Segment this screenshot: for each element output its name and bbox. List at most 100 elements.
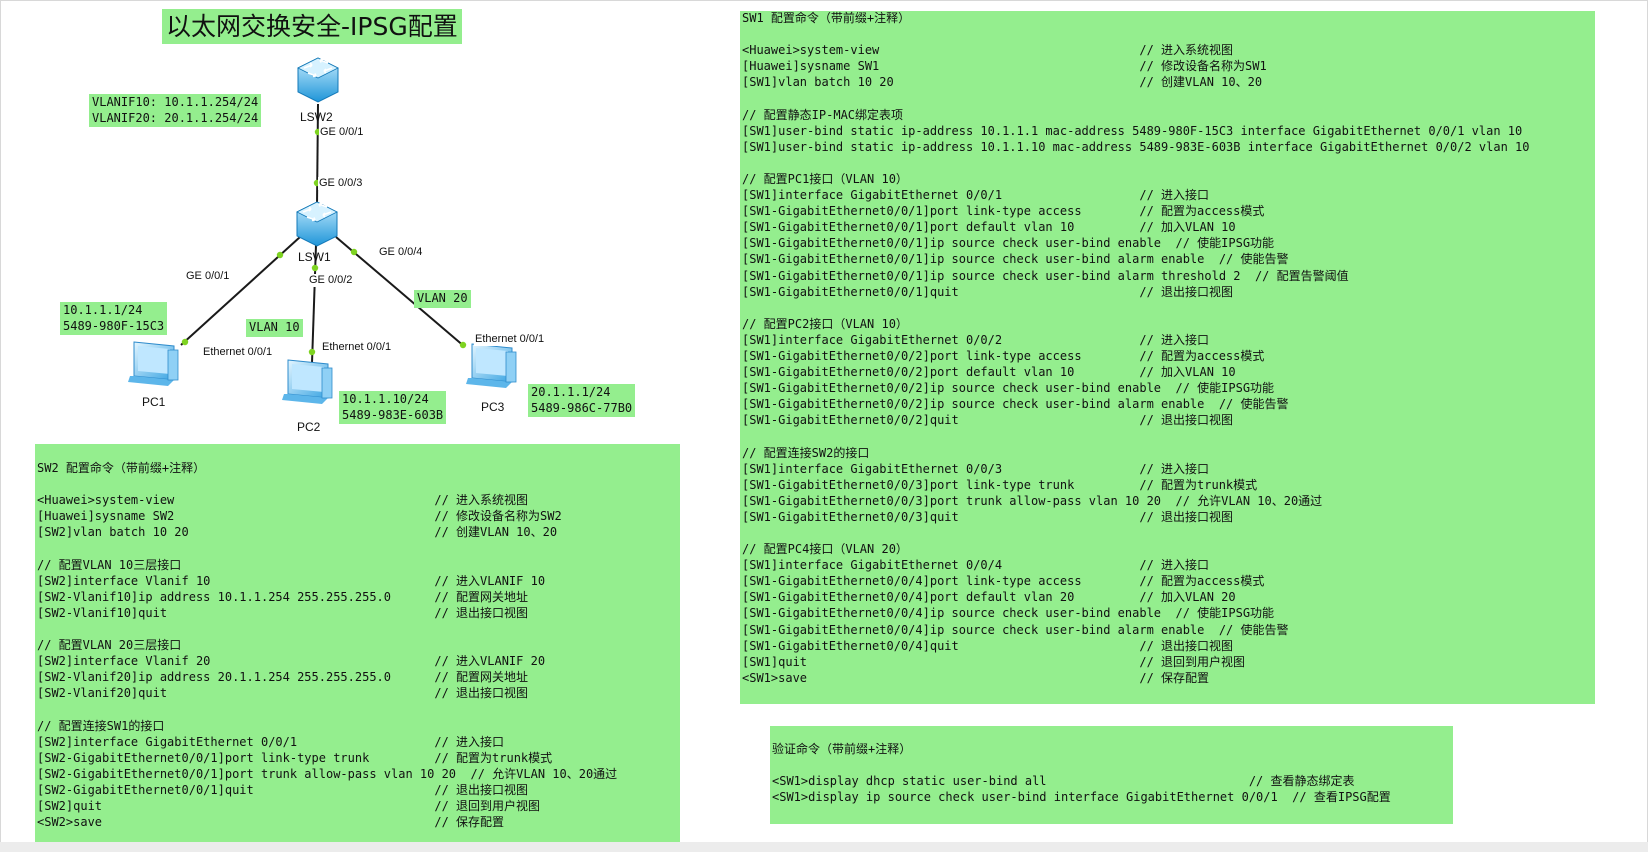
sw1-config-line	[742, 525, 1529, 541]
sw2-config-line: [SW2]interface GigabitEthernet 0/0/1 // …	[37, 734, 505, 749]
sw1-config-line: [SW1]interface GigabitEthernet 0/0/1 // …	[742, 188, 1210, 203]
sw2-config-line	[37, 621, 617, 637]
sw1-config-line	[742, 300, 1529, 316]
sw2-config-line: [SW2]vlan batch 10 20 // 创建VLAN 10、20	[37, 525, 558, 540]
sw1-config-line: [SW1-GigabitEthernet0/0/2]port link-type…	[742, 348, 1265, 363]
link-lsw1-pc2	[311, 244, 317, 364]
sw1-config-line: [SW1-GigabitEthernet0/0/4]port link-type…	[742, 574, 1265, 589]
pc1-icon	[128, 341, 179, 386]
verify-command-code: 验证命令（带前缀+注释） <SW1>display dhcp static us…	[772, 741, 1391, 805]
sw2-config-line: [SW2]interface Vlanif 10 // 进入VLANIF 10	[37, 573, 546, 588]
sw2-config-line: SW2 配置命令（带前缀+注释）	[37, 461, 206, 475]
sw2-config-line: [SW2-GigabitEthernet0/0/1]port link-type…	[37, 750, 553, 765]
sw1-config-line: [SW1]vlan batch 10 20 // 创建VLAN 10、20	[742, 75, 1263, 90]
sw1-config-line: [SW1-GigabitEthernet0/0/2]ip source chec…	[742, 381, 1275, 396]
sw1-config-line: SW1 配置命令（带前缀+注释）	[742, 11, 911, 25]
device-label-pc3: PC3	[481, 400, 505, 414]
sw1-config-line: // 配置连接SW2的接口	[742, 445, 870, 460]
note-pc1-address: 10.1.1.1/24 5489-980F-15C3	[60, 302, 168, 335]
bottom-scroll-strip	[0, 842, 1648, 852]
verify-command-line	[772, 757, 1391, 773]
pc2-icon	[282, 359, 333, 404]
sw2-config-line: [SW2-Vlanif20]quit // 退出接口视图	[37, 686, 529, 701]
note-vlanif-addresses: VLANIF10: 10.1.1.254/24 VLANIF20: 20.1.1…	[89, 94, 262, 127]
sw1-config-line: [SW1-GigabitEthernet0/0/3]port link-type…	[742, 477, 1258, 492]
sw1-config-line: [SW1]interface GigabitEthernet 0/0/3 // …	[742, 461, 1210, 476]
interface-label-lsw1-ge003: GE 0/0/3	[318, 177, 364, 190]
device-label-lsw1: LSW1	[298, 250, 331, 264]
sw1-config-line: [SW1]quit // 退回到用户视图	[742, 654, 1246, 669]
sw1-config-line: [SW1]interface GigabitEthernet 0/0/2 // …	[742, 332, 1210, 347]
sw2-config-line: [Huawei]sysname SW2 // 修改设备名称为SW2	[37, 509, 562, 524]
sw1-config-line: [SW1-GigabitEthernet0/0/1]port default v…	[742, 220, 1236, 235]
sw2-config-line	[37, 701, 617, 717]
sw1-config-line: // 配置静态IP-MAC绑定表项	[742, 107, 904, 122]
network-topology	[128, 57, 517, 404]
sw2-config-line: [SW2-GigabitEthernet0/0/1]quit // 退出接口视图	[37, 782, 529, 797]
sw1-config-line: [SW1-GigabitEthernet0/0/4]port default v…	[742, 590, 1236, 605]
verify-command-line: 验证命令（带前缀+注释）	[772, 742, 912, 756]
switch-lsw1-icon	[296, 201, 338, 247]
interface-label-lsw1-ge002: GE 0/0/2	[308, 274, 354, 287]
sw1-config-line: [SW1-GigabitEthernet0/0/4]quit // 退出接口视图	[742, 638, 1234, 653]
interface-label-lsw1-ge004: GE 0/0/4	[378, 246, 424, 259]
sw2-config-line: [SW2]quit // 退回到用户视图	[37, 798, 541, 813]
interface-label-lsw2-ge001: GE 0/0/1	[319, 126, 365, 139]
sw1-config-line: [SW1-GigabitEthernet0/0/1]port link-type…	[742, 204, 1265, 219]
note-pc2-address: 10.1.1.10/24 5489-983E-603B	[339, 391, 447, 424]
sw2-config-code: SW2 配置命令（带前缀+注释） <Huawei>system-view // …	[37, 460, 617, 830]
link-lsw1-pc3	[335, 236, 466, 348]
sw1-config-line: [SW1-GigabitEthernet0/0/2]quit // 退出接口视图	[742, 413, 1234, 428]
sw1-config-line: [SW1-GigabitEthernet0/0/3]port trunk all…	[742, 493, 1323, 508]
sw2-config-panel	[35, 444, 680, 842]
sw1-config-line: [Huawei]sysname SW1 // 修改设备名称为SW1	[742, 59, 1267, 74]
sw1-config-line: [SW1]user-bind static ip-address 10.1.1.…	[742, 139, 1530, 154]
sw1-config-line	[742, 155, 1529, 171]
note-pc3-address: 20.1.1.1/24 5489-986C-77B0	[528, 384, 636, 417]
sw1-config-line: [SW1-GigabitEthernet0/0/2]ip source chec…	[742, 397, 1289, 412]
interface-label-pc1-eth: Ethernet 0/0/1	[202, 346, 274, 359]
sw1-config-line	[742, 26, 1529, 42]
sw1-config-line: <SW1>save // 保存配置	[742, 670, 1210, 685]
note-vlan20: VLAN 20	[414, 290, 471, 308]
verify-command-line: <SW1>display ip source check user-bind i…	[772, 790, 1391, 805]
sw2-config-line	[37, 476, 617, 492]
sw2-config-line: [SW2]interface Vlanif 20 // 进入VLANIF 20	[37, 654, 546, 669]
sw1-config-line: [SW1-GigabitEthernet0/0/4]ip source chec…	[742, 622, 1289, 637]
sw1-config-line: [SW1-GigabitEthernet0/0/3]quit // 退出接口视图	[742, 509, 1234, 524]
sw2-config-line: <SW2>save // 保存配置	[37, 815, 505, 830]
sw1-config-line: <Huawei>system-view // 进入系统视图	[742, 43, 1234, 58]
interface-label-lsw1-ge001: GE 0/0/1	[185, 270, 231, 283]
switch-lsw2-icon	[297, 57, 339, 103]
verify-command-panel	[770, 726, 1453, 824]
sw1-config-line: // 配置PC4接口（VLAN 20）	[742, 542, 908, 557]
sw2-config-line: <Huawei>system-view // 进入系统视图	[37, 493, 529, 508]
sw1-config-line: [SW1-GigabitEthernet0/0/1]ip source chec…	[742, 252, 1289, 267]
sw2-config-line: [SW2-Vlanif20]ip address 20.1.1.254 255.…	[37, 670, 529, 685]
diagram-title: 以太网交换安全-IPSG配置	[162, 9, 462, 44]
device-label-lsw2: LSW2	[300, 110, 333, 124]
interface-label-pc2-eth: Ethernet 0/0/1	[321, 341, 393, 354]
sw1-config-panel	[740, 11, 1595, 704]
sw1-config-line: [SW1]user-bind static ip-address 10.1.1.…	[742, 123, 1523, 138]
sw2-config-line: // 配置连接SW1的接口	[37, 718, 165, 733]
sw1-config-line: [SW1-GigabitEthernet0/0/1]ip source chec…	[742, 268, 1349, 283]
verify-command-line: <SW1>display dhcp static user-bind all /…	[772, 774, 1355, 789]
pc3-icon	[466, 343, 517, 388]
sw1-config-line	[742, 90, 1529, 106]
sw2-config-line: // 配置VLAN 20三层接口	[37, 638, 182, 653]
link-lsw2-lsw1	[316, 103, 319, 206]
sw1-config-line: // 配置PC2接口（VLAN 10）	[742, 316, 908, 331]
sw1-config-line: [SW1-GigabitEthernet0/0/2]port default v…	[742, 365, 1236, 380]
sw2-config-line: [SW2-Vlanif10]ip address 10.1.1.254 255.…	[37, 589, 529, 604]
note-vlan10: VLAN 10	[246, 319, 303, 337]
sw1-config-line: [SW1]interface GigabitEthernet 0/0/4 // …	[742, 558, 1210, 573]
sw1-config-line: // 配置PC1接口（VLAN 10）	[742, 171, 908, 186]
interface-label-pc3-eth: Ethernet 0/0/1	[474, 333, 546, 346]
sw2-config-line	[37, 540, 617, 556]
sw1-config-code: SW1 配置命令（带前缀+注释） <Huawei>system-view // …	[742, 10, 1529, 686]
device-label-pc1: PC1	[142, 395, 166, 409]
sw2-config-line: [SW2-GigabitEthernet0/0/1]port trunk all…	[37, 766, 618, 781]
sw2-config-line: // 配置VLAN 10三层接口	[37, 557, 182, 572]
sw1-config-line: [SW1-GigabitEthernet0/0/1]ip source chec…	[742, 236, 1275, 251]
